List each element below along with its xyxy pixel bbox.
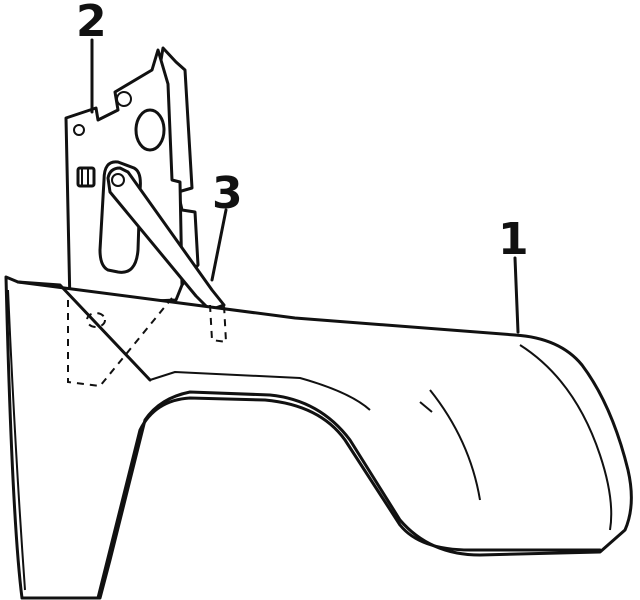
fender-panel: [4, 275, 633, 600]
leader-lines: [90, 38, 520, 334]
bracket-hole-small: [73, 124, 85, 136]
hidden-lines: [67, 297, 228, 388]
bolt-icon: [76, 166, 96, 188]
bracket-slot: [98, 160, 142, 274]
bracket-hole-large: [134, 108, 166, 152]
callout-fender: 1: [498, 214, 529, 265]
bracket-hole-upper: [116, 91, 132, 107]
callout-bracket: 2: [76, 0, 107, 47]
callout-brace: 3: [212, 168, 243, 219]
brace-eye: [111, 173, 125, 187]
